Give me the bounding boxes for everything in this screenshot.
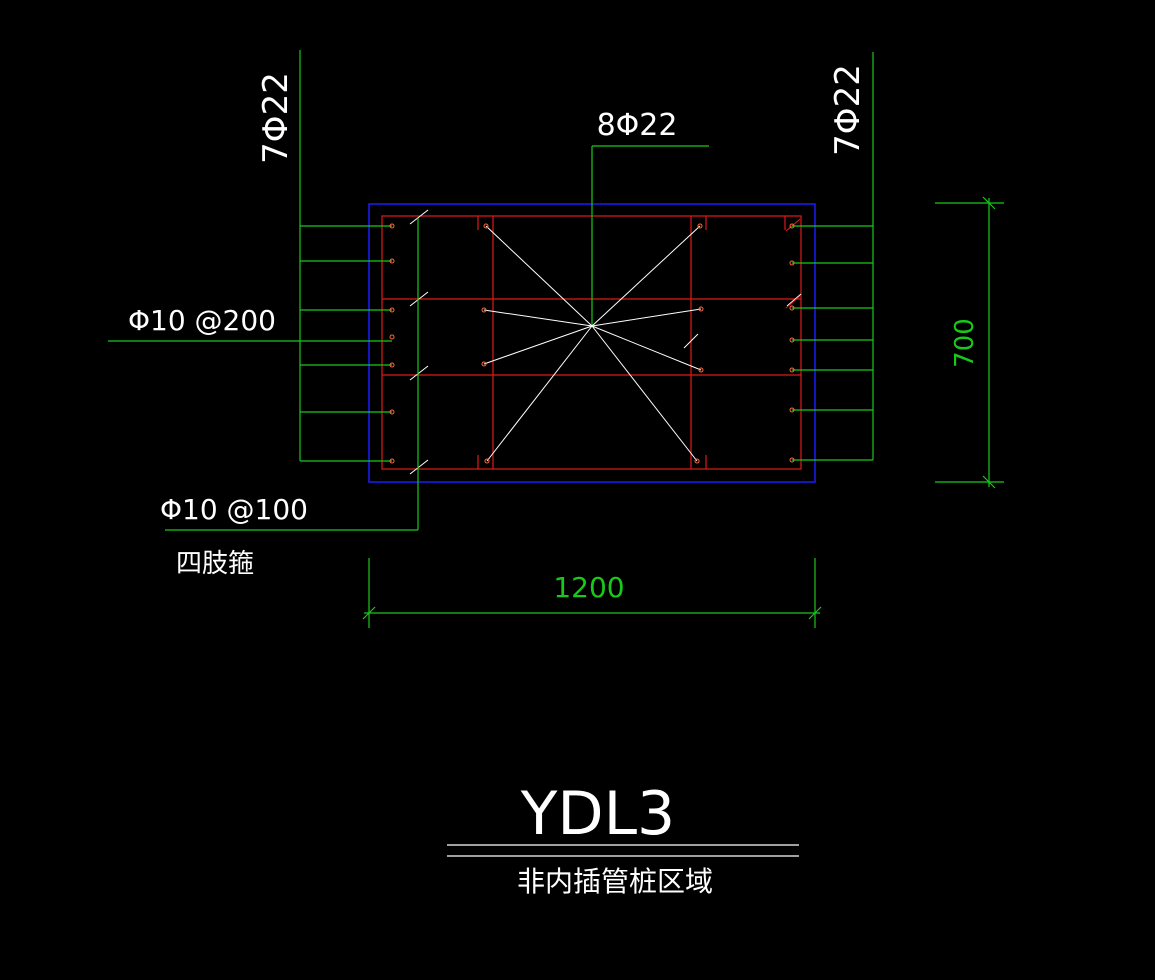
title-underline [447, 844, 799, 857]
center-rebar-label: 8Φ22 [597, 108, 678, 143]
stirrup-ticks-red [785, 218, 801, 309]
rebar-dot [789, 367, 795, 373]
rebar-dot [481, 361, 487, 367]
stirrup-ticks [409, 209, 802, 475]
dimension-width [362, 558, 822, 628]
spacing-200-label: Φ10 @200 [128, 304, 276, 337]
left-leader [108, 50, 419, 531]
fan-line [591, 225, 701, 327]
rebar-dot [389, 307, 395, 313]
fan-line [591, 325, 702, 371]
tick-mark [683, 333, 699, 349]
fan-line [591, 308, 702, 327]
rebar-dot [789, 457, 795, 463]
fan-line [485, 225, 593, 327]
dim-tick [808, 606, 822, 620]
dim-tick [362, 606, 376, 620]
rebar-dot [789, 305, 795, 311]
rebar-dot [389, 362, 395, 368]
rebar-dot [389, 409, 395, 415]
rebar-dot [484, 458, 490, 464]
stirrup-type-label: 四肢箍 [176, 549, 254, 579]
width-dimension-label: 1200 [553, 571, 624, 604]
dimension-height [935, 196, 1004, 489]
rebar-dot [389, 458, 395, 464]
rebar-dot [789, 260, 795, 266]
tick-mark [785, 295, 801, 309]
rebar-dot [481, 307, 487, 313]
center-leader [591, 145, 709, 326]
tick-mark [409, 365, 429, 381]
drawing-title: YDL3 [520, 779, 675, 849]
dim-tick [982, 196, 996, 210]
drawing-subtitle: 非内插管桩区域 [517, 865, 713, 898]
rebar-dot [389, 258, 395, 264]
rebar-dot [789, 223, 795, 229]
fan-line [483, 309, 593, 327]
left-rebar-label: 7Φ22 [256, 72, 296, 164]
fan-line [486, 325, 593, 462]
spacing-100-label: Φ10 @100 [160, 493, 308, 526]
rebar-dot [698, 306, 704, 312]
rebar-dot [389, 334, 395, 340]
dim-tick [982, 475, 996, 489]
rebar-dot [694, 458, 700, 464]
rebar-dot [483, 223, 489, 229]
height-dimension-label: 700 [950, 318, 980, 368]
center-fan-lines [483, 225, 702, 462]
rebar-dot [789, 337, 795, 343]
rebar-dot [789, 407, 795, 413]
right-leader [792, 52, 874, 461]
fan-line [591, 325, 698, 462]
rebar-dot [697, 223, 703, 229]
rebar-dots [389, 223, 795, 464]
tick-mark [785, 218, 801, 232]
right-rebar-label: 7Φ22 [828, 64, 868, 156]
tick-mark [409, 209, 429, 225]
fan-line [483, 325, 593, 365]
tick-mark [409, 291, 429, 307]
rebar-dot [698, 367, 704, 373]
tick-mark [786, 293, 802, 307]
tick-mark [409, 459, 429, 475]
rebar-dot [389, 223, 395, 229]
